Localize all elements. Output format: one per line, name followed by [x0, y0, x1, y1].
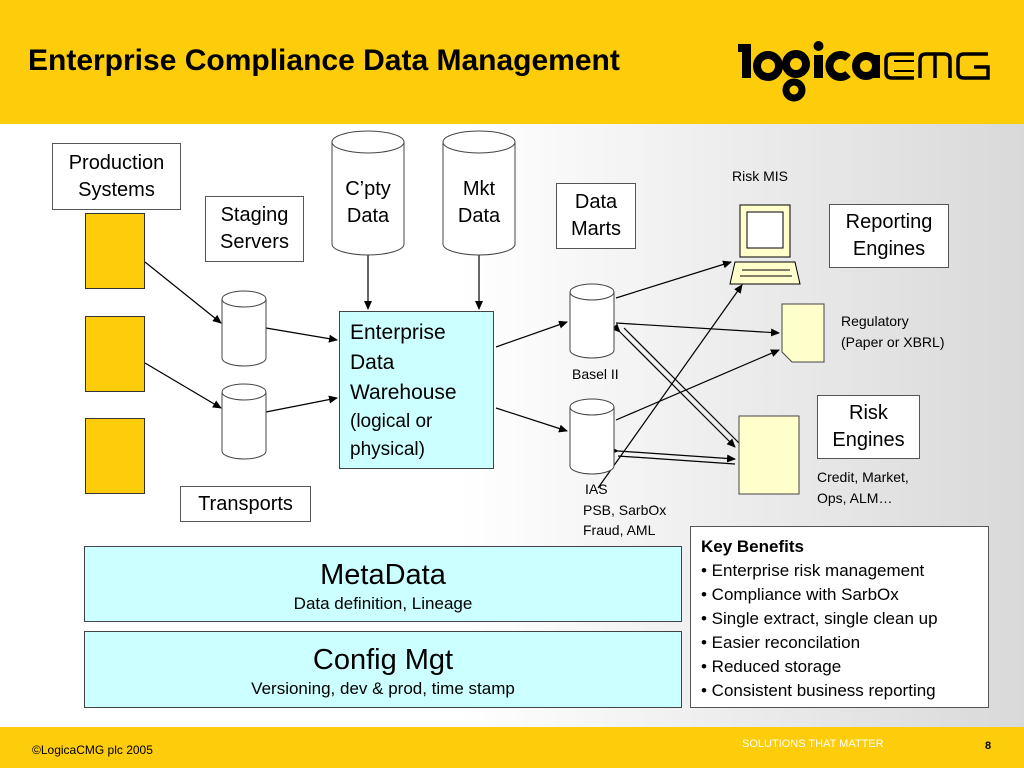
arrow-basel-to-regulatory [615, 322, 780, 337]
double-arrow-basel-risk-engines [611, 323, 736, 448]
enterprise-data-warehouse: Enterprise Data Warehouse (logical or ph… [339, 311, 494, 469]
reporting-engines-label: Reporting Engines [829, 204, 949, 268]
slide-title: Enterprise Compliance Data Management [28, 44, 620, 77]
arrow-edw-to-basel [495, 320, 568, 348]
staging-cylinder-1 [221, 290, 267, 367]
risk-mis-label: Risk MIS [732, 168, 788, 184]
benefit-item: • Easier reconcilation [701, 633, 861, 652]
transports-label: Transports [180, 486, 311, 522]
benefit-item: • Reduced storage [701, 657, 842, 676]
benefit-item: • Consistent business reporting [701, 681, 936, 700]
page-number: 8 [985, 740, 992, 752]
footer-bar: ©LogicaCMG plc 2005 SOLUTIONS THAT MATTE… [0, 727, 1024, 768]
mkt-data-label: Mkt Data [457, 178, 501, 227]
staging-servers-label: Staging Servers [205, 196, 304, 262]
production-systems-label: Production Systems [52, 143, 181, 210]
staging-cylinder-2 [221, 383, 267, 460]
arrow-staging2-to-edw [265, 395, 338, 413]
credit-label-1: Credit, Market, [817, 469, 909, 485]
header-bar: Enterprise Compliance Data Management [0, 0, 1024, 124]
edw-title: Enterprise Data Warehouse [350, 321, 457, 404]
ias-label: IAS [585, 481, 608, 497]
cpty-data-cylinder [331, 130, 405, 256]
credit-label-2: Ops, ALM… [817, 490, 893, 506]
metadata-title: MetaData [320, 559, 446, 591]
copyright-text: ©LogicaCMG plc 2005 [32, 743, 153, 757]
risk-engines-label: Risk Engines [817, 395, 920, 459]
metadata-subtitle: Data definition, Lineage [293, 594, 473, 613]
double-arrow-ias-risk-engines [609, 446, 736, 463]
key-benefits-title: Key Benefits [701, 537, 804, 556]
arrow-edw-to-ias [495, 407, 568, 433]
benefit-item: • Single extract, single clean up [701, 609, 938, 628]
arrow-production-to-staging-2 [144, 362, 222, 409]
production-system-2 [85, 316, 145, 392]
arrow-staging1-to-edw [265, 327, 338, 343]
mkt-data-cylinder [442, 130, 516, 256]
regulatory-document-icon [781, 303, 825, 363]
production-system-3 [85, 418, 145, 494]
ias-note-1: PSB, SarbOx [583, 502, 667, 518]
basel-cylinder [569, 283, 615, 359]
arrow-production-to-staging-1 [144, 261, 222, 324]
edw-subtitle: (logical or physical) [350, 411, 433, 460]
key-benefits-box: Key Benefits • Enterprise risk managemen… [690, 526, 989, 708]
risk-engines-document [738, 415, 800, 495]
arrow-basel-to-risk-mis [615, 260, 732, 299]
logicacmg-logo [738, 41, 990, 102]
basel-label: Basel II [572, 366, 619, 382]
benefit-item: • Enterprise risk management [701, 561, 925, 580]
cpty-data-label: C’pty Data [345, 178, 391, 227]
production-system-1 [85, 213, 145, 289]
benefit-item: • Compliance with SarbOx [701, 585, 899, 604]
regulatory-label-1: Regulatory [841, 313, 909, 329]
tagline-text: SOLUTIONS THAT MATTER [742, 738, 884, 750]
config-subtitle: Versioning, dev & prod, time stamp [251, 679, 515, 698]
metadata-box: MetaData Data definition, Lineage [84, 546, 682, 622]
ias-note-2: Fraud, AML [583, 522, 656, 538]
config-box: Config Mgt Versioning, dev & prod, time … [84, 631, 682, 708]
data-marts-label: Data Marts [556, 183, 636, 249]
computer-icon [729, 204, 801, 285]
ias-cylinder [569, 398, 615, 475]
config-title: Config Mgt [312, 644, 454, 676]
regulatory-label-2: (Paper or XBRL) [841, 334, 945, 350]
